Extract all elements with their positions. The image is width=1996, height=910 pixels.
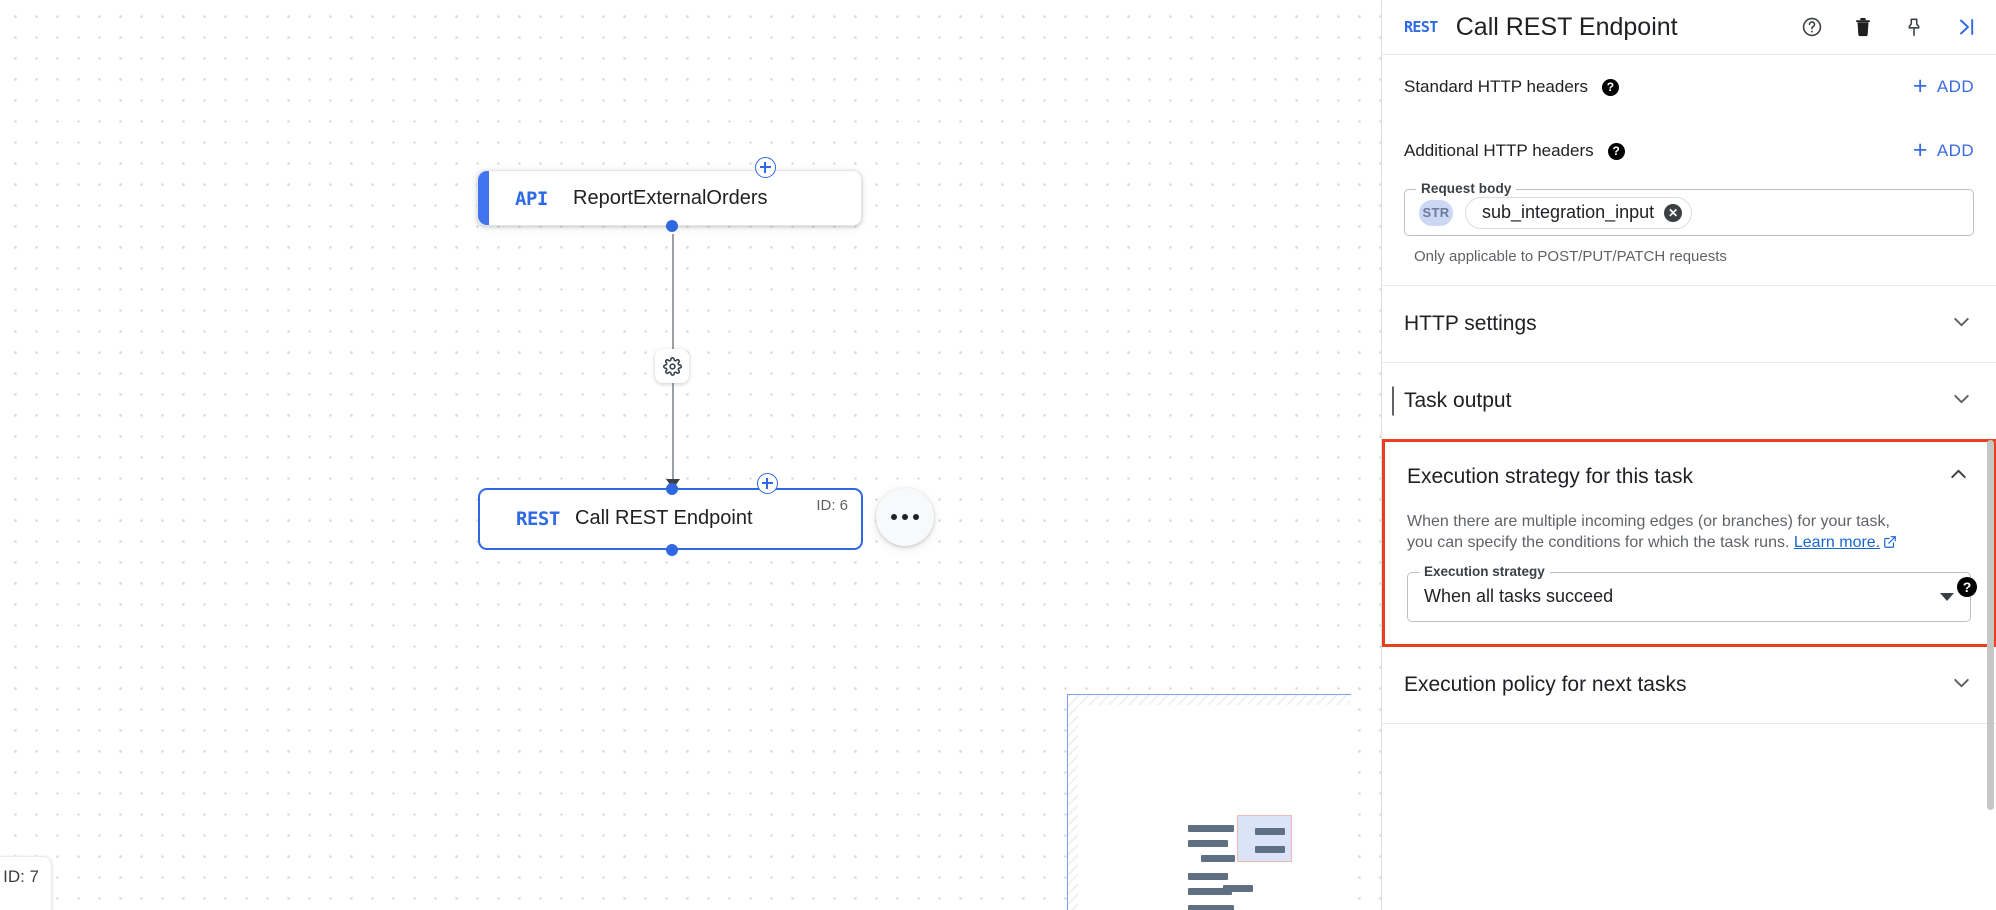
divider [1382, 722, 1996, 724]
section-execution-strategy-title: Execution strategy for this task [1407, 465, 1693, 488]
additional-http-headers-row: Additional HTTP headers ? + ADD [1382, 119, 1996, 183]
request-body-field-wrap: Request body STR sub_integration_input ✕ [1382, 181, 1996, 236]
open-in-new-icon[interactable] [1883, 535, 1897, 556]
request-body-variable-name: sub_integration_input [1482, 202, 1655, 222]
help-filled-icon[interactable]: ? [1601, 78, 1619, 96]
panel-header-actions [1801, 15, 1978, 39]
canvas-node-partial[interactable]: ID: 7 [0, 856, 52, 910]
gear-icon[interactable] [655, 349, 689, 383]
more-horizontal-icon[interactable] [876, 488, 934, 546]
add-additional-header-button[interactable]: + ADD [1912, 136, 1974, 165]
execution-strategy-select-wrap: Execution strategy When all tasks succee… [1385, 556, 1993, 644]
node-label: Call REST Endpoint [575, 507, 753, 529]
request-body-legend: Request body [1416, 181, 1517, 196]
panel-body[interactable]: Standard HTTP headers ? + ADD Additional… [1382, 55, 1996, 910]
request-body-field[interactable]: Request body STR sub_integration_input ✕ [1404, 181, 1974, 236]
chevron-up-icon[interactable] [1946, 462, 1971, 492]
request-body-variable-chip[interactable]: sub_integration_input ✕ [1465, 196, 1693, 229]
execution-strategy-description-line2: you can specify the conditions for which… [1407, 533, 1790, 551]
section-task-output-title: Task output [1404, 389, 1512, 412]
section-execution-strategy[interactable]: Execution strategy for this task When th… [1382, 439, 1996, 647]
page-title: Call REST Endpoint [1455, 12, 1678, 41]
help-icon[interactable] [1801, 16, 1823, 38]
node-output-port[interactable] [666, 544, 678, 556]
plus-icon: + [1912, 136, 1928, 165]
add-node-plus-icon[interactable] [755, 157, 776, 178]
node-output-port[interactable] [666, 220, 678, 232]
pin-icon[interactable] [1903, 16, 1925, 38]
section-task-output[interactable]: Task output [1382, 363, 1996, 439]
execution-strategy-description: When there are multiple incoming edges (… [1385, 512, 1993, 556]
node-label: ReportExternalOrders [573, 187, 768, 209]
canvas-minimap[interactable] [1067, 694, 1351, 910]
execution-strategy-select[interactable]: Execution strategy When all tasks succee… [1407, 563, 1971, 622]
variable-type-badge: STR [1419, 199, 1453, 226]
panel-header: REST Call REST Endpoint [1382, 0, 1996, 55]
divider [1382, 362, 1996, 363]
section-http-settings[interactable]: HTTP settings [1382, 286, 1996, 362]
add-node-plus-icon[interactable] [757, 473, 778, 494]
node-id-label: ID: 6 [816, 497, 848, 514]
add-standard-header-label: ADD [1936, 77, 1974, 96]
divider [1382, 285, 1996, 286]
chevron-down-icon[interactable] [1949, 386, 1974, 416]
node-type-badge: REST [516, 508, 560, 530]
clear-circle-icon[interactable]: ✕ [1664, 203, 1683, 222]
chevron-down-icon[interactable] [1949, 309, 1974, 339]
learn-more-link[interactable]: Learn more. [1793, 533, 1881, 551]
standard-http-headers-row: Standard HTTP headers ? + ADD [1382, 55, 1996, 119]
node-input-port[interactable] [666, 483, 678, 495]
execution-strategy-legend: Execution strategy [1419, 563, 1550, 579]
chevron-down-icon[interactable] [1949, 670, 1974, 700]
plus-icon: + [1912, 72, 1928, 101]
add-additional-header-label: ADD [1936, 141, 1974, 160]
add-standard-header-button[interactable]: + ADD [1912, 72, 1974, 101]
panel-scrollbar[interactable] [1987, 440, 1994, 810]
section-execution-strategy-header[interactable]: Execution strategy for this task [1385, 442, 1993, 512]
workflow-canvas[interactable]: API ReportExternalOrders REST Call REST … [0, 0, 1381, 910]
canvas-node-rest[interactable]: REST Call REST Endpoint ID: 6 [478, 488, 863, 550]
node-accent-bar [478, 171, 489, 225]
chevron-down-icon[interactable] [1940, 592, 1954, 601]
additional-http-headers-label: Additional HTTP headers [1404, 141, 1594, 160]
node-type-badge: API [515, 188, 548, 210]
request-body-helper-text: Only applicable to POST/PUT/PATCH reques… [1414, 248, 1727, 265]
section-http-settings-title: HTTP settings [1404, 312, 1537, 335]
help-filled-icon[interactable]: ? [1607, 142, 1625, 160]
help-filled-icon[interactable]: ? [1957, 576, 1977, 597]
section-execution-policy-title: Execution policy for next tasks [1404, 672, 1687, 696]
execution-strategy-description-line1: When there are multiple incoming edges (… [1407, 513, 1890, 530]
focus-marker [1392, 386, 1394, 416]
delete-icon[interactable] [1852, 16, 1874, 38]
canvas-node-api[interactable]: API ReportExternalOrders [477, 170, 862, 226]
execution-strategy-value: When all tasks succeed [1424, 586, 1614, 607]
standard-http-headers-label: Standard HTTP headers [1404, 77, 1588, 96]
minimap-content [1068, 695, 1351, 910]
node-id-label: ID: 7 [3, 867, 39, 886]
collapse-panel-icon[interactable] [1954, 15, 1978, 39]
panel-type-badge: REST [1404, 18, 1438, 36]
task-config-panel: REST Call REST Endpoint [1381, 0, 1996, 910]
section-execution-policy[interactable]: Execution policy for next tasks [1382, 646, 1996, 723]
